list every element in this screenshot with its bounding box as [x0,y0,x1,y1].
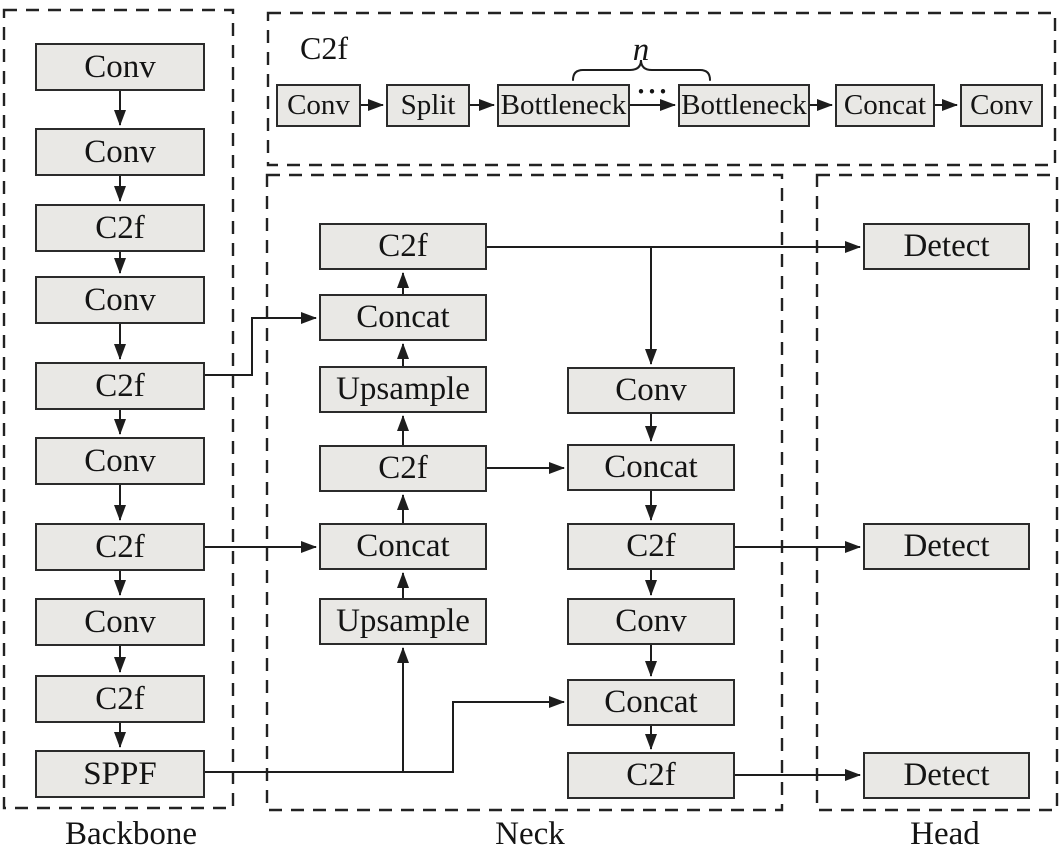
head-label: Head [910,816,980,852]
neck-node-concat-4: Concat [567,679,735,726]
neck-node-upsample-1: Upsample [319,366,487,413]
c2f-detail-concat: Concat [835,84,935,127]
neck-node-upsample-2: Upsample [319,598,487,645]
neck-node-conv-2: Conv [567,598,735,645]
c2f-detail-bottleneck-n: Bottleneck [678,84,810,127]
head-node-detect-3: Detect [863,752,1030,799]
sppf-output-branch [205,647,565,773]
neck-node-concat-3: Concat [567,444,735,491]
head-node-detect-1: Detect [863,223,1030,270]
skip-p3-to-concat [205,312,317,376]
head-frame [815,173,1059,812]
backbone-node-conv-4: Conv [35,437,205,485]
c2f-detail-split: Split [386,84,470,127]
backbone-label: Backbone [65,816,197,852]
repeat-ellipsis: ··· [636,76,670,107]
neck-frame [265,173,784,812]
neck-label: Neck [495,816,565,852]
c2f-detail-frame [266,11,1057,167]
neck-node-c2f-mid: C2f [319,445,487,492]
head-node-detect-2: Detect [863,523,1030,570]
backbone-node-c2f-3: C2f [35,523,205,571]
neck-node-conv-1: Conv [567,367,735,414]
neck-node-c2f-p4: C2f [567,523,735,570]
backbone-node-conv-2: Conv [35,128,205,176]
c2f-detail-title: C2f [300,30,348,66]
p3-out-branch [487,241,861,365]
backbone-node-c2f-1: C2f [35,204,205,252]
c2f-detail-bottleneck-1: Bottleneck [497,84,630,127]
backbone-node-conv-1: Conv [35,43,205,91]
neck-node-c2f-top: C2f [319,223,487,270]
repeat-brace [572,59,711,81]
backbone-frame [2,8,235,810]
neck-node-concat-1: Concat [319,294,487,341]
neck-node-concat-2: Concat [319,523,487,570]
backbone-node-c2f-2: C2f [35,362,205,410]
backbone-node-conv-3: Conv [35,276,205,324]
backbone-node-c2f-4: C2f [35,675,205,723]
backbone-node-sppf: SPPF [35,750,205,798]
repeat-count-label: n [632,32,650,68]
c2f-detail-conv-out: Conv [960,84,1043,127]
backbone-node-conv-5: Conv [35,598,205,646]
c2f-detail-conv-in: Conv [276,84,361,127]
neck-node-c2f-p5: C2f [567,752,735,799]
